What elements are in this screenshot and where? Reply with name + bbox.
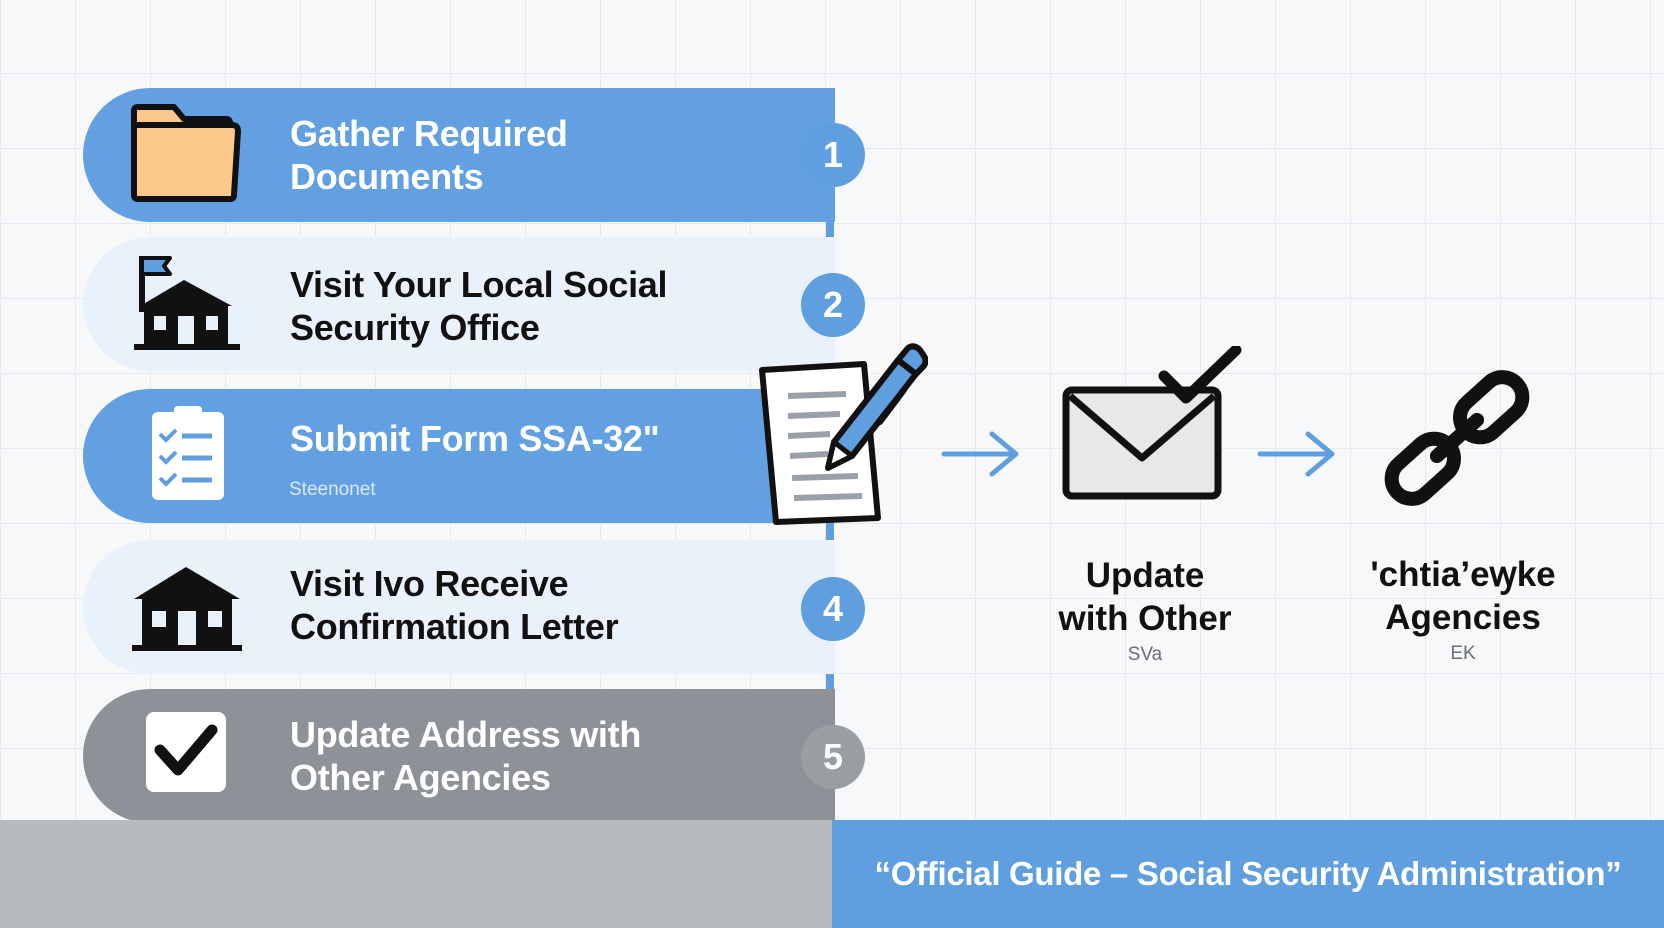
step-5-title-line2: Other Agencies — [290, 757, 551, 798]
checkbox-icon — [128, 704, 248, 808]
step-2-title-line1: Visit Your Local Social — [290, 264, 668, 305]
footer-left-band — [0, 820, 832, 928]
flow-update-line1: Update — [1085, 556, 1205, 595]
flow-update-line2: with Other — [1058, 599, 1232, 638]
step-5-update-agencies: Update Address with Other Agencies — [83, 689, 835, 823]
step-5-title: Update Address with Other Agencies — [290, 713, 641, 799]
folder-icon — [128, 103, 248, 207]
flow-step-update-sub: SVa — [1127, 644, 1163, 665]
flow-step-update-label: Update with Other — [1025, 554, 1265, 640]
step-4-receive-letter: Visit Ivo Receive Confirmation Letter — [83, 540, 835, 674]
flow-agencies-line2: Agencies — [1385, 598, 1541, 637]
flow-agencies-line1: 'chtiaʼeꝡke — [1370, 555, 1556, 594]
document-pen-icon — [758, 342, 929, 528]
step-4-badge: 4 — [801, 577, 865, 641]
step-1-badge: 1 — [801, 123, 865, 187]
step-1-title-line1: Gather Required — [290, 113, 568, 154]
step-2-visit-office: Visit Your Local Social Security Office — [83, 237, 835, 371]
house-icon — [128, 555, 248, 659]
step-4-title-line1: Visit Ivo Receive — [290, 563, 569, 604]
step-2-title-line2: Security Office — [290, 307, 540, 348]
step-3-title: Submit Form SSA-32" — [290, 418, 660, 459]
checklist-icon — [128, 404, 248, 508]
flow-step-agencies-label: 'chtiaʼeꝡke Agencies — [1343, 553, 1583, 639]
step-4-title: Visit Ivo Receive Confirmation Letter — [290, 562, 619, 648]
step-1-title: Gather Required Documents — [290, 112, 568, 198]
arrow-right-icon — [940, 430, 1022, 478]
step-1-title-line2: Documents — [290, 156, 484, 197]
office-building-flag-icon — [128, 252, 248, 356]
step-5-badge: 5 — [801, 725, 865, 789]
step-3-submit-form: Submit Form SSA-32" Steenonet — [83, 389, 835, 523]
envelope-check-icon — [1060, 344, 1246, 504]
step-2-badge: 2 — [801, 273, 865, 337]
chain-link-icon — [1372, 362, 1542, 514]
step-5-title-line1: Update Address with — [290, 714, 642, 755]
step-2-title: Visit Your Local Social Security Office — [290, 263, 668, 349]
footer-caption: “Official Guide – Social Security Admini… — [874, 855, 1622, 892]
footer-banner: “Official Guide – Social Security Admini… — [832, 820, 1664, 928]
flow-step-agencies-sub: EK — [1450, 643, 1476, 664]
step-3-subtitle: Steenonet — [289, 479, 376, 500]
step-1-gather-documents: Gather Required Documents — [83, 88, 835, 222]
arrow-right-icon — [1256, 430, 1338, 478]
step-4-title-line2: Confirmation Letter — [290, 606, 619, 647]
